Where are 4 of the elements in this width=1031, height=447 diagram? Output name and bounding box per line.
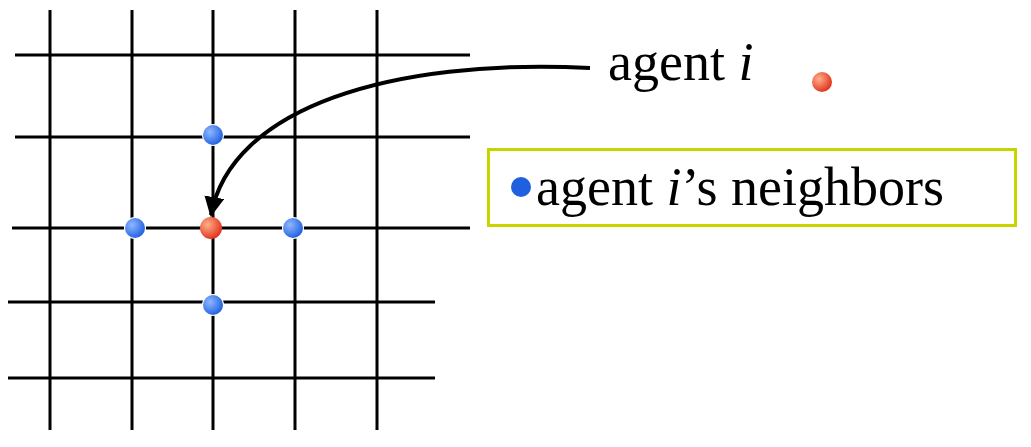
legend-text: agent i’s neighbors (536, 156, 944, 219)
agent-label: agent i (608, 30, 754, 95)
agent-marker (200, 217, 222, 239)
arrow (206, 64, 591, 217)
